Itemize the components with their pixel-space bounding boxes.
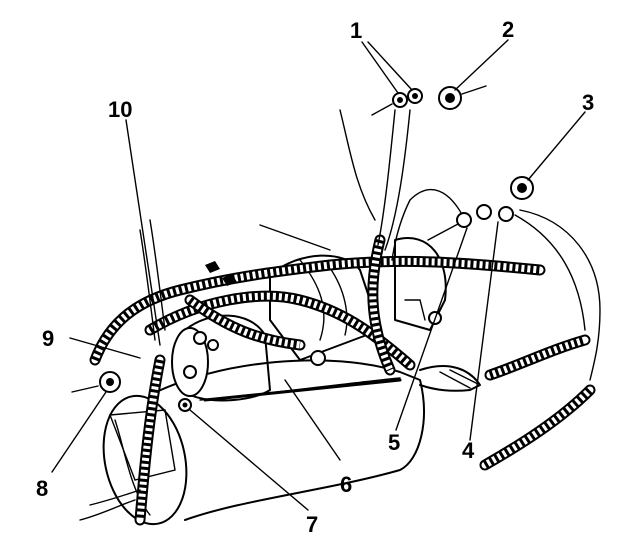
callout-labels: 1 2 3 4 5 6 7 8 9 10 [36,17,594,537]
callout-8: 8 [36,476,48,501]
leader-lines [51,39,586,511]
terminal-hardware [71,85,534,412]
callout-4: 4 [462,438,475,463]
callout-7: 7 [306,512,318,537]
callout-10: 10 [108,97,132,122]
wires [79,109,601,521]
callout-2: 2 [502,17,514,42]
callout-6: 6 [340,472,352,497]
callout-5: 5 [388,430,400,455]
callout-9: 9 [42,326,54,351]
wiring-harness [89,234,596,526]
callout-1: 1 [350,18,362,43]
callout-3: 3 [582,90,594,115]
